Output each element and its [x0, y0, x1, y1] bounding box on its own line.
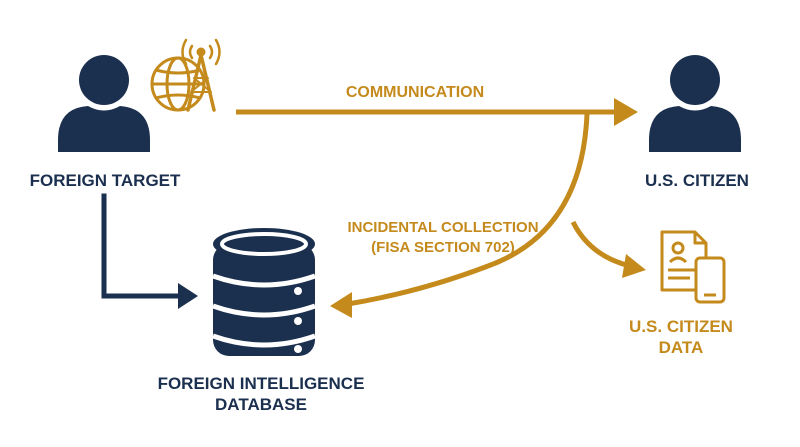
communication-label: COMMUNICATION [346, 84, 484, 101]
database-label-line2: DATABASE [215, 395, 307, 414]
citizen-data-label-line1: U.S. CITIZEN [629, 317, 733, 336]
globe-antenna-icon [150, 38, 221, 112]
database-label-line1: FOREIGN INTELLIGENCE [158, 374, 365, 393]
document-and-phone-icon [660, 230, 726, 304]
database-icon [212, 228, 316, 356]
incidental-collection-arrow [330, 113, 590, 318]
us-citizen-person-icon [649, 55, 741, 152]
target-to-database-arrow [101, 193, 198, 309]
citizen-data-label-line2: DATA [659, 338, 704, 357]
foreign-target-person-icon [58, 55, 150, 152]
us-citizen-label: U.S. CITIZEN [645, 171, 749, 190]
foreign-target-label: FOREIGN TARGET [30, 171, 181, 190]
communication-arrow [236, 98, 638, 126]
citizen-data-arrow [570, 220, 646, 278]
incidental-collection-label-line1: INCIDENTAL COLLECTION [347, 219, 538, 236]
incidental-collection-label-line2: (FISA SECTION 702) [371, 239, 515, 256]
